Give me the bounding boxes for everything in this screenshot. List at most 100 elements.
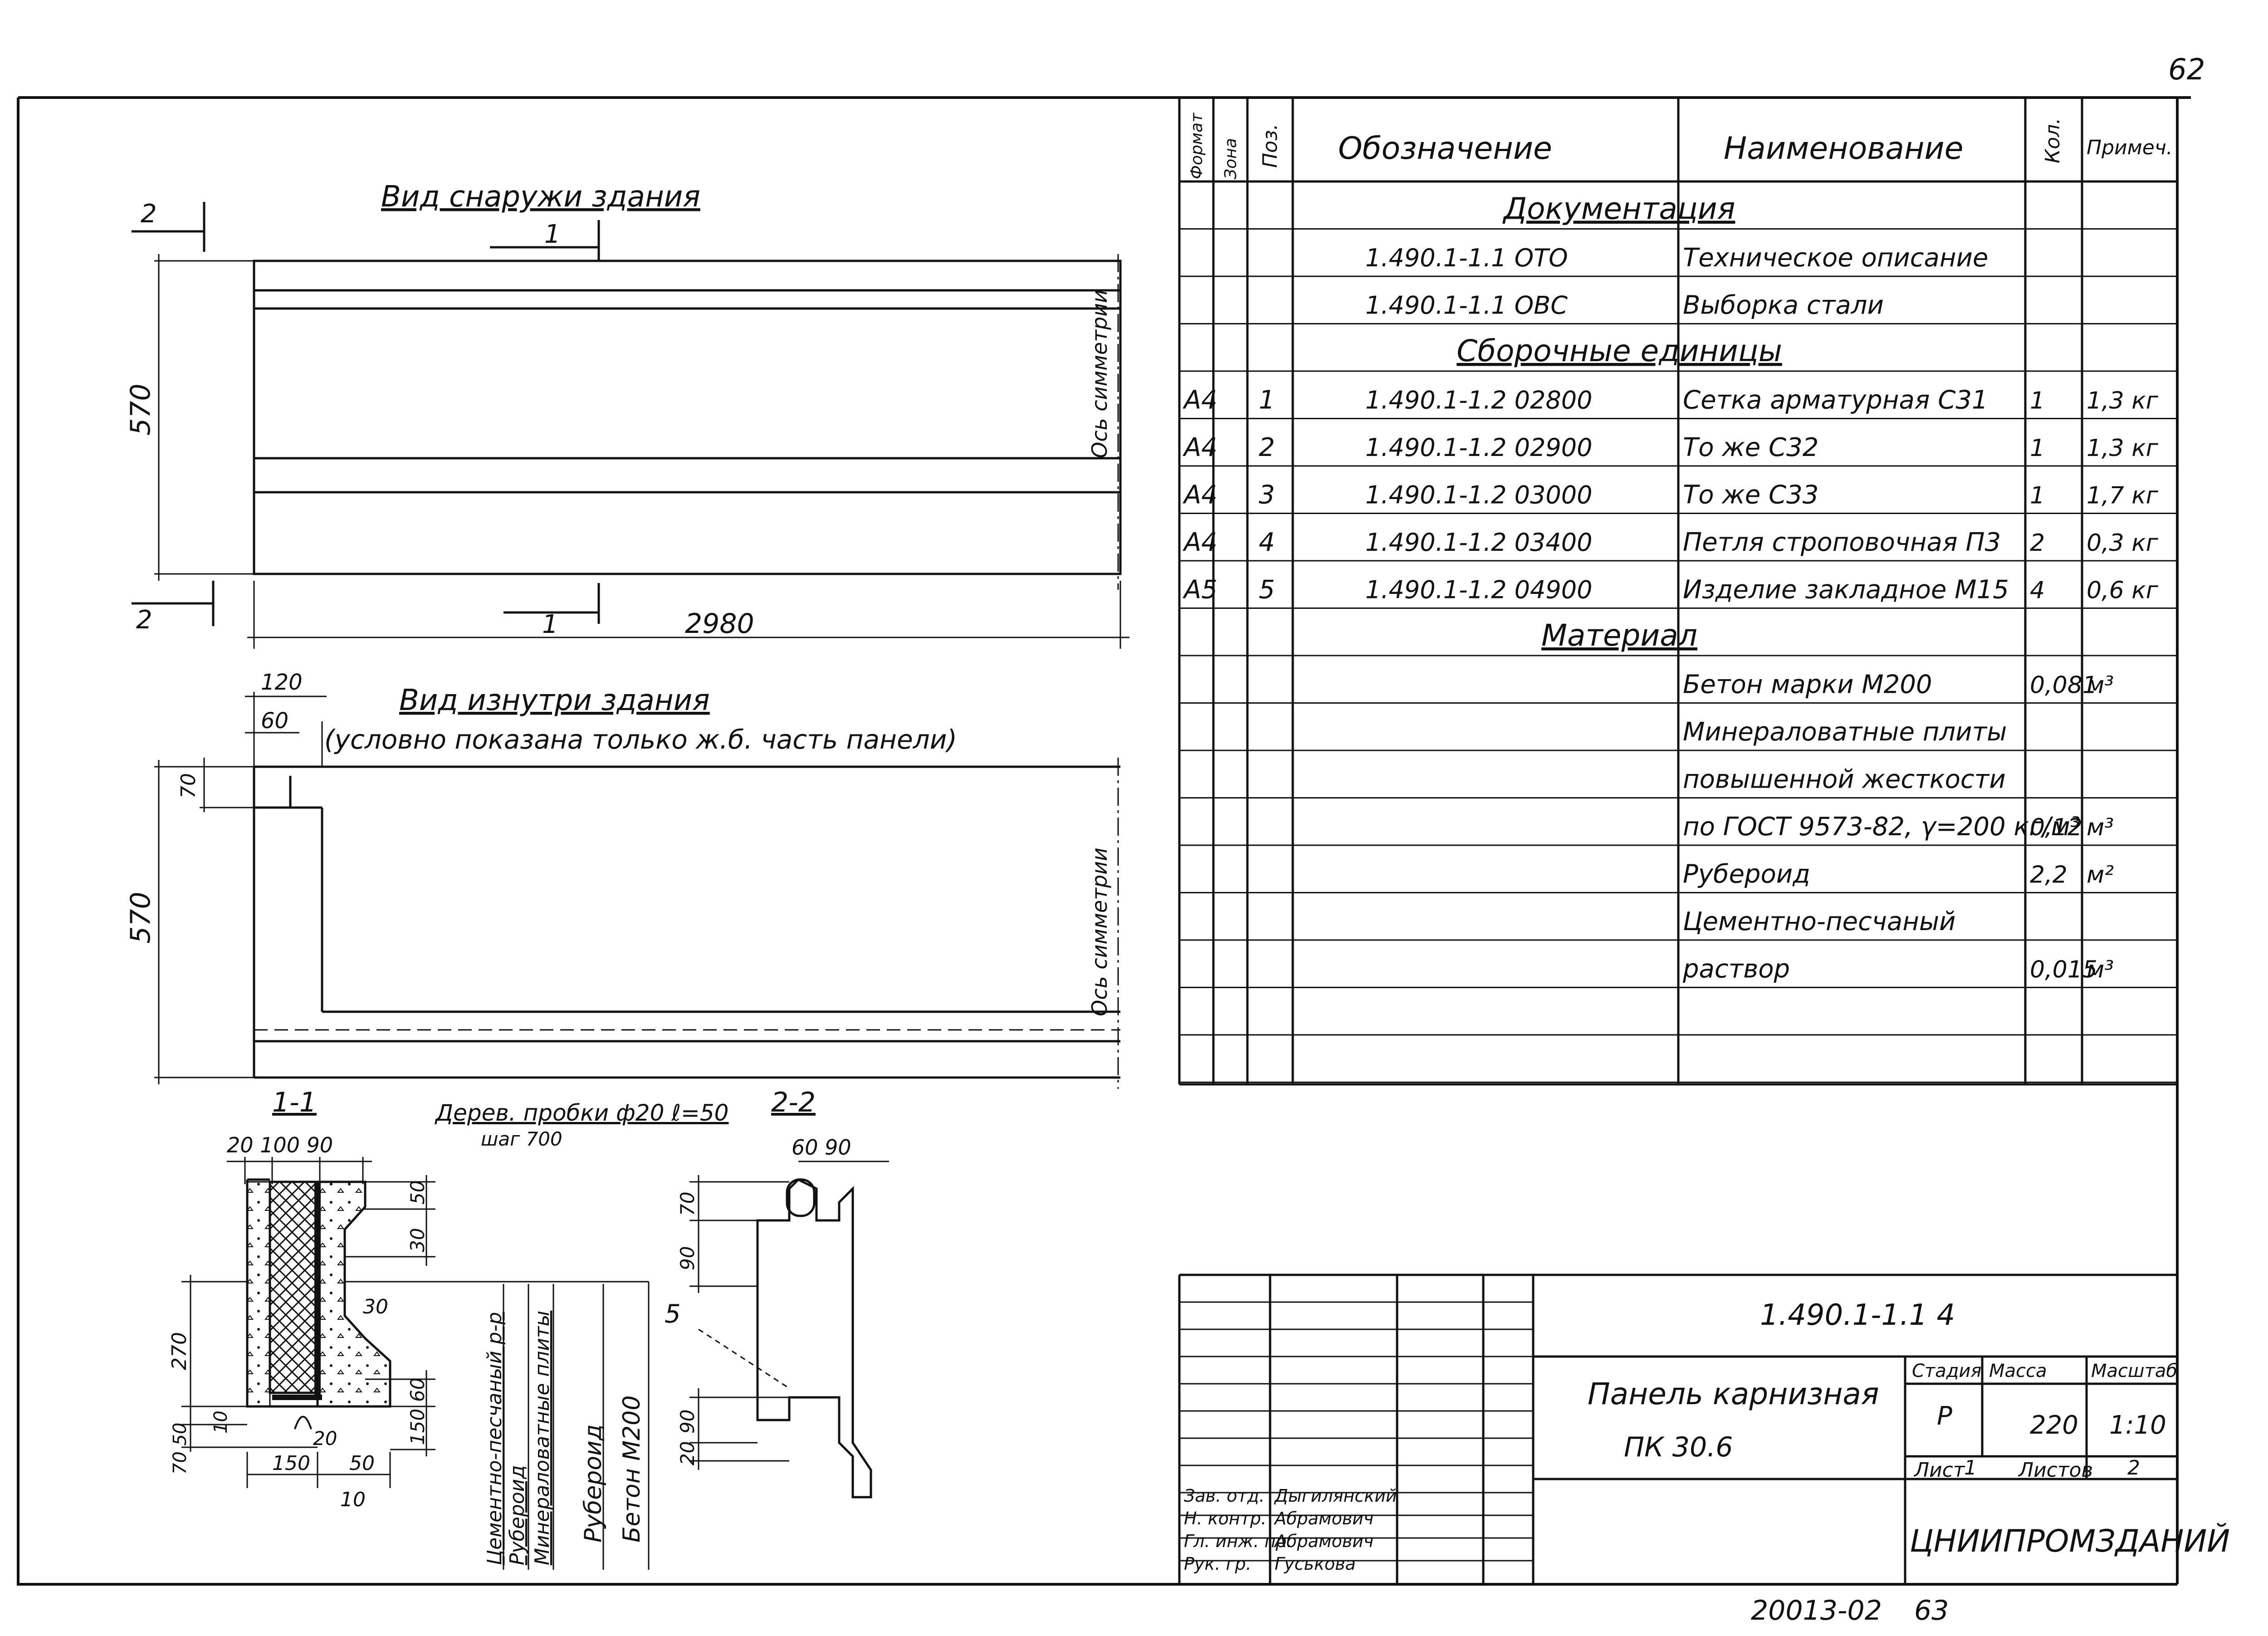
- spec-designation: 1.490.1-1.2 04900: [1365, 576, 1592, 604]
- staff-name: Дыгилянский: [1274, 1486, 1397, 1506]
- spec-pos: 2: [1259, 433, 1275, 462]
- inside-view: Вид изнутри здания (условно показана тол…: [125, 670, 1120, 1089]
- spec-note: м³: [2087, 814, 2114, 841]
- spec-section-title: Сборочные единицы: [1457, 333, 1782, 368]
- outside-view: Вид снаружи здания 2 1 2 1 570 29: [125, 180, 1129, 649]
- outside-axis-label: Ось симметрии: [1087, 289, 1112, 458]
- dim-30a: 30: [406, 1228, 429, 1252]
- inside-dim-60: 60: [261, 708, 288, 734]
- spec-name: Минераловатные плиты: [1683, 717, 2007, 747]
- sheet-value: 1: [1964, 1456, 1977, 1479]
- spec-pos: 5: [1259, 575, 1275, 605]
- footer-page: 63: [1914, 1595, 1949, 1626]
- section-2-dim-70: 70: [676, 1192, 699, 1216]
- dim-10b: 10: [340, 1488, 366, 1511]
- inside-dim-70: 70: [177, 773, 200, 798]
- spec-qty: 1: [2030, 387, 2045, 415]
- staff-row: Н. контр.Абрамович: [1184, 1509, 1374, 1528]
- inside-axis-label: Ось симметрии: [1087, 847, 1112, 1016]
- dim-70-50: 70 50: [170, 1422, 191, 1474]
- section-2-top-dims: 60 90: [792, 1135, 851, 1160]
- section-2-dim-20: 20: [676, 1441, 699, 1465]
- section-2-dim-90b: 90: [676, 1410, 699, 1434]
- footer-code: 20013-02: [1751, 1595, 1882, 1626]
- header-zone: Зона: [1222, 138, 1240, 179]
- mass-label: Масса: [1989, 1361, 2047, 1381]
- inside-view-title: Вид изнутри здания: [399, 684, 710, 717]
- spec-section-title: Документация: [1502, 191, 1735, 226]
- scale-value: 1:10: [2109, 1411, 2166, 1440]
- header-format: Формат: [1188, 113, 1206, 179]
- spec-designation: 1.490.1-1.1 ОТО: [1365, 244, 1568, 272]
- header-designation: Обозначение: [1338, 131, 1552, 167]
- legend-cement: Цементно-песчаный р-р: [483, 1312, 506, 1565]
- spec-row: Цементно-песчаный: [1683, 907, 1955, 936]
- header-note: Примеч.: [2087, 136, 2173, 159]
- staff-name: Абрамович: [1273, 1509, 1374, 1528]
- spec-designation: 1.490.1-1.1 ОВС: [1365, 291, 1568, 320]
- spec-format: А5: [1183, 575, 1217, 605]
- inside-dim-120: 120: [261, 670, 303, 695]
- doc-code: 1.490.1-1.1 4: [1760, 1298, 1955, 1332]
- section-mark-2-bottom: 2: [136, 605, 152, 635]
- dim-270: 270: [168, 1332, 191, 1370]
- spec-note: 1,3 кг: [2087, 387, 2159, 415]
- section-2-2: 2-2 60 90 70 90 90 20 5: [665, 1087, 889, 1499]
- inside-height-dim: 570: [125, 891, 156, 944]
- header-name: Наименование: [1724, 131, 1963, 167]
- inside-view-note: (условно показана только ж.б. часть пане…: [324, 724, 957, 755]
- staff-name: Гуськова: [1275, 1554, 1356, 1574]
- dim-50b: 50: [349, 1452, 375, 1475]
- spec-row: повышенной жесткости: [1683, 765, 2006, 794]
- spec-qty: 2,2: [2030, 862, 2068, 889]
- header-qty: Кол.: [2041, 118, 2064, 163]
- spec-note: 1,7 кг: [2087, 482, 2159, 509]
- spec-qty: 4: [2030, 577, 2045, 604]
- spec-pos: 1: [1259, 386, 1275, 415]
- outside-view-title: Вид снаружи здания: [381, 180, 700, 214]
- spec-note: 0,6 кг: [2087, 577, 2159, 604]
- spec-designation: 1.490.1-1.2 03400: [1365, 528, 1592, 557]
- staff-name: Абрамович: [1273, 1531, 1374, 1551]
- spec-table: Формат Зона Поз. Обозначение Наименовани…: [1178, 98, 2177, 1086]
- spec-note: 1,3 кг: [2087, 435, 2159, 462]
- outside-height-dim: 570: [125, 383, 156, 436]
- spec-section-title: Материал: [1541, 618, 1697, 653]
- spec-section-row: Материал: [1541, 618, 1697, 653]
- scale-label: Масштаб: [2091, 1361, 2177, 1381]
- header-pos: Поз.: [1259, 124, 1282, 168]
- section-mark-1-top: 1: [544, 220, 561, 249]
- dim-20: 20: [313, 1427, 337, 1450]
- dim-30b: 30: [363, 1295, 388, 1318]
- section-2-dim-90a: 90: [676, 1246, 699, 1270]
- spec-pos: 4: [1259, 528, 1275, 557]
- dim-150h: 150: [272, 1452, 310, 1475]
- spec-format: А4: [1183, 386, 1217, 415]
- spec-designation: 1.490.1-1.2 03000: [1365, 481, 1592, 509]
- insulation-hatch: [269, 1180, 319, 1394]
- spec-format: А4: [1183, 433, 1217, 462]
- section-1-1: 1-1 Дерев. пробки ф20 ℓ=50 шаг 700 20 10…: [168, 1087, 728, 1570]
- spec-name: То же С33: [1683, 480, 1818, 510]
- spec-qty: 0,12: [2030, 814, 2082, 841]
- spec-row: Минераловатные плиты: [1683, 717, 2007, 747]
- dim-10: 10: [210, 1411, 231, 1434]
- staff-role: Гл. инж. пр.: [1184, 1531, 1292, 1551]
- stage-label: Стадия: [1912, 1361, 1981, 1381]
- legend-ruberoid-1: Рубероид: [506, 1465, 529, 1565]
- spec-name: раствор: [1682, 955, 1790, 984]
- dim-50a: 50: [406, 1180, 429, 1205]
- title-block: 1.490.1-1.1 4 Панель карнизная ПК 30.6 С…: [1178, 1274, 2230, 1584]
- spec-section-row: Сборочные единицы: [1457, 333, 1782, 368]
- spec-name: Сетка арматурная С31: [1683, 386, 1988, 415]
